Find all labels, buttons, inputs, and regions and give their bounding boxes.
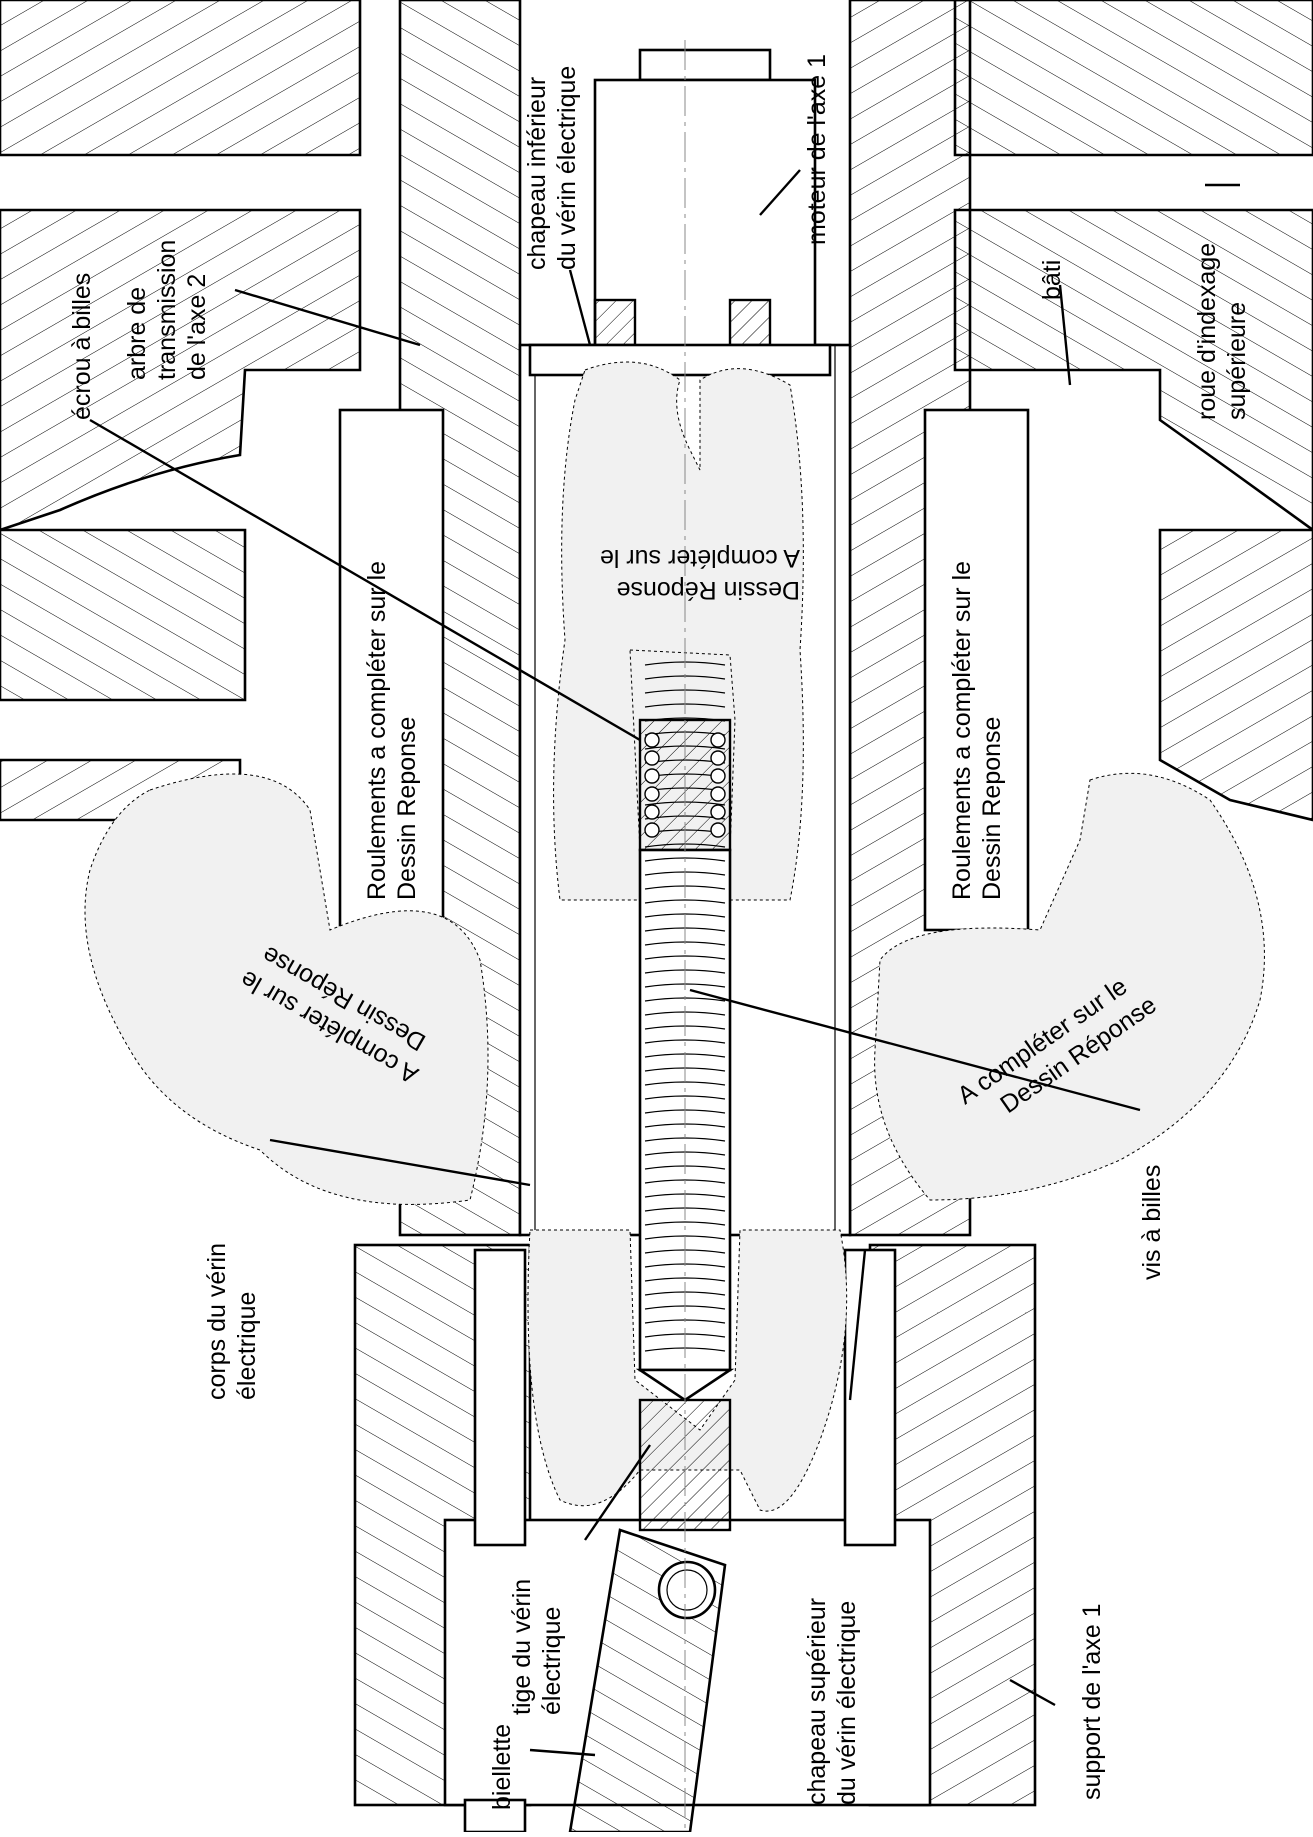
label-roulements-droite: Roulements a compléter sur le Dessin Rep… xyxy=(948,561,1006,900)
left-completion-zone xyxy=(84,773,489,1205)
ball-bearing-ball xyxy=(644,786,660,802)
ball-bearing-ball xyxy=(644,822,660,838)
label-line: de l'axe 2 xyxy=(183,274,211,380)
screw-thread-ridge xyxy=(644,1081,726,1086)
axis1-support xyxy=(353,1243,1037,1807)
label-line: Dessin Réponse xyxy=(617,576,800,604)
ball-bearing-ball xyxy=(710,786,726,802)
motor xyxy=(528,48,832,377)
label-line: moteur de l'axe 1 xyxy=(803,54,831,245)
right-completion-zone xyxy=(874,772,1265,1201)
label-arbre-transmission: arbre de transmission de l'axe 2 xyxy=(123,240,211,380)
label-moteur: moteur de l'axe 1 xyxy=(803,54,831,245)
leader-lines xyxy=(89,169,1240,1757)
ball-bearing-ball xyxy=(710,732,726,748)
label-vis-billes: vis à billes xyxy=(1138,1165,1166,1280)
ball-bearing-ball xyxy=(644,732,660,748)
ball-bearing-ball xyxy=(710,804,726,820)
label-support-axe1: support de l'axe 1 xyxy=(1078,1603,1106,1800)
ball-bearing-ball xyxy=(710,768,726,784)
screw-thread-ridge xyxy=(644,1137,726,1142)
label-line: Roulements a compléter sur le xyxy=(363,561,391,900)
label-line: arbre de xyxy=(123,287,151,380)
label-chapeau-superieur: chapeau supérieur du vérin électrique xyxy=(803,1598,861,1805)
label-bati: bâti xyxy=(1038,260,1066,300)
label-line: chapeau supérieur xyxy=(803,1598,831,1805)
screw-thread-ridge xyxy=(644,1277,726,1282)
ball-bearing-ball xyxy=(644,804,660,820)
label-line: A compléter sur le xyxy=(600,544,800,572)
bearing-box-left xyxy=(338,408,445,932)
label-line: biellette xyxy=(488,1724,516,1810)
label-line: écrou à billes xyxy=(68,273,96,420)
screw-thread-ridge xyxy=(644,717,726,722)
ball-bearing-ball xyxy=(644,768,660,784)
upper-completion-zone xyxy=(553,361,804,901)
label-line: roue d'indexage xyxy=(1193,243,1221,420)
label-line: supérieure xyxy=(1223,302,1251,420)
label-roue-indexage: roue d'indexage supérieure xyxy=(1193,243,1251,420)
label-line: Dessin Reponse xyxy=(978,717,1006,900)
label-line: Roulements a compléter sur le xyxy=(948,561,976,900)
label-tige-verin: tige du vérin électrique xyxy=(508,1579,566,1715)
ball-bearing-ball xyxy=(710,750,726,766)
label-line: Dessin Reponse xyxy=(393,717,421,900)
label-ecrou-billes: écrou à billes xyxy=(68,273,96,420)
label-line: bâti xyxy=(1038,260,1066,300)
ball-screw-assembly xyxy=(629,649,736,1402)
ball-bearing-ball xyxy=(644,750,660,766)
screw-thread-ridge xyxy=(644,1221,726,1226)
label-roulements-gauche: Roulements a compléter sur le Dessin Rep… xyxy=(363,561,421,900)
ball-bearing-ball xyxy=(710,822,726,838)
actuator-rod xyxy=(463,1398,732,1834)
screw-thread-ridge xyxy=(644,1095,726,1100)
label-line: du vérin électrique xyxy=(553,66,581,270)
label-line: électrique xyxy=(233,1292,261,1400)
label-line: transmission xyxy=(153,240,181,380)
label-line: chapeau inférieur xyxy=(523,77,551,270)
label-line: du vérin électrique xyxy=(833,1601,861,1805)
left-frame xyxy=(0,0,362,822)
lower-completion-zone xyxy=(527,1229,848,1512)
label-line: support de l'axe 1 xyxy=(1078,1603,1106,1800)
bearing-box-right xyxy=(923,408,1030,932)
right-frame xyxy=(953,0,1313,822)
label-biellette: biellette xyxy=(488,1724,516,1810)
screw-thread-ridge xyxy=(644,955,726,960)
label-line: électrique xyxy=(538,1607,566,1715)
screw-thread-ridge xyxy=(644,899,726,904)
label-line: vis à billes xyxy=(1138,1165,1166,1280)
label-line: tige du vérin xyxy=(508,1579,536,1715)
label-corps-verin: corps du vérin électrique xyxy=(203,1243,261,1400)
label-completer-haut: A compléter sur le Dessin Réponse xyxy=(600,544,800,604)
label-line: corps du vérin xyxy=(203,1243,231,1400)
screw-thread-ridge xyxy=(644,1039,726,1044)
label-chapeau-inferieur: chapeau inférieur du vérin électrique xyxy=(523,66,581,270)
